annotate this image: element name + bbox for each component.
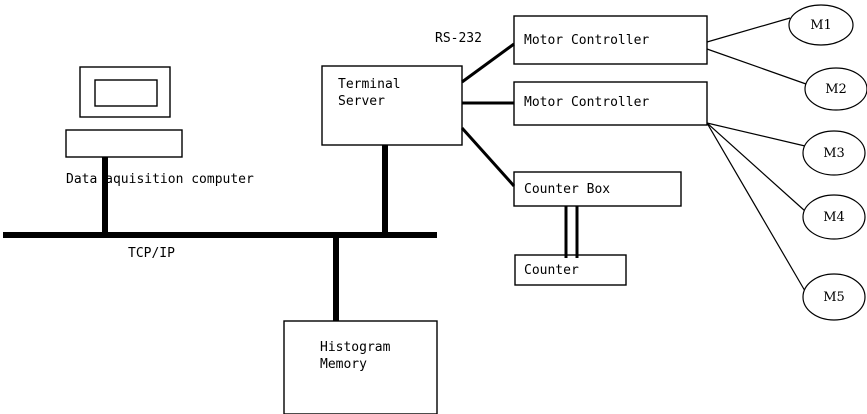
link-motorcontroller2-to-motor-m3 (706, 122, 806, 147)
histogram-memory-label-line1: Histogram (320, 340, 391, 355)
terminal-server-label-line1: Terminal (338, 77, 401, 92)
counter-box[interactable] (514, 254, 627, 286)
histogram-memory-box[interactable] (283, 320, 438, 414)
keyboard-base-icon (65, 129, 183, 158)
link-motorcontroller2-to-motor-m5 (706, 122, 806, 292)
histogram-memory-label-line2: Memory (320, 357, 367, 372)
link-motorcontroller1-to-motor-m2 (706, 48, 807, 85)
motor-m5-ellipse[interactable] (802, 273, 866, 321)
motor-controller-2-label: Motor Controller (524, 95, 650, 110)
motor-m1-ellipse[interactable] (788, 4, 854, 46)
motor-m3-ellipse[interactable] (802, 130, 866, 176)
counter-label: Counter (524, 263, 579, 278)
link-motorcontroller1-to-motor-m1 (706, 17, 791, 43)
motor-controller-1-label: Motor Controller (524, 33, 650, 48)
motor-m3-label: M3 (823, 146, 845, 161)
motor-m2-label: M2 (825, 82, 847, 97)
counter-box-box[interactable] (513, 171, 682, 207)
motor-m2-ellipse[interactable] (804, 67, 867, 111)
counter-box-label: Counter Box (524, 182, 611, 197)
motor-m4-label: M4 (823, 210, 845, 225)
motor-m4-ellipse[interactable] (802, 194, 866, 240)
terminal-server-label-line2: Server (338, 94, 385, 109)
tcpip-bus-label: TCP/IP (128, 246, 175, 261)
rs232-link-label: RS-232 (435, 31, 482, 46)
motor-m5-label: M5 (823, 290, 845, 305)
link-motorcontroller2-to-motor-m4 (706, 122, 806, 212)
link-termserver-to-motorcontroller-1 (461, 42, 515, 84)
workstation-label: Data aquisition computer (66, 172, 254, 187)
terminal-server-box[interactable] (321, 65, 463, 146)
link-termserver-to-counterbox (460, 126, 516, 188)
monitor-screen-icon (94, 79, 158, 107)
motor-m1-label: M1 (810, 18, 832, 33)
motor-controller-1-box[interactable] (513, 15, 708, 65)
